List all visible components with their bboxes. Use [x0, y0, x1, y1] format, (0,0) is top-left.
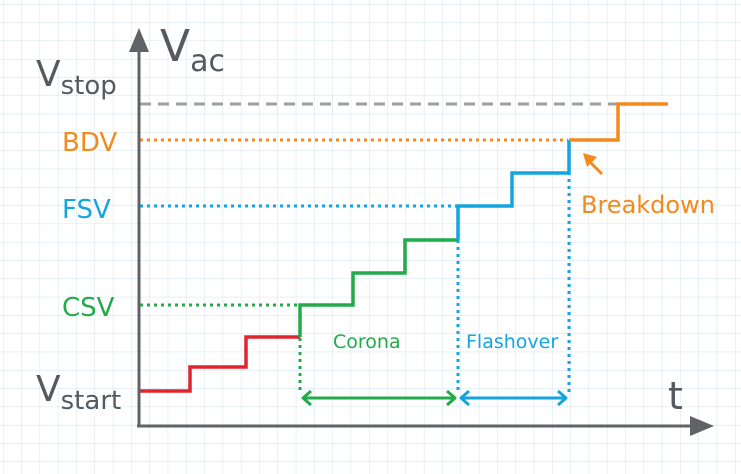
vstart-label: Vstart	[36, 369, 121, 416]
corona-label: Corona	[333, 331, 401, 353]
x-axis-label: t	[668, 374, 683, 418]
vstop-label: Vstop	[36, 54, 117, 101]
corona-arrow-left-head	[301, 389, 312, 407]
csv-label: CSV	[62, 293, 115, 323]
staircase-orange-segment	[569, 102, 668, 142]
x-axis-arrowhead	[690, 416, 714, 436]
staircase-green-segment	[298, 238, 458, 337]
breakdown-pointer-arrowhead	[583, 153, 597, 167]
staircase-red-segment	[140, 335, 300, 393]
flashover-arrow-left-head	[459, 389, 470, 407]
breakdown-pointer-arrow	[587, 159, 604, 176]
y-axis-label: Vac	[160, 21, 225, 79]
flashover-arrow-right-head	[557, 389, 568, 407]
flashover-label: Flashover	[466, 331, 558, 353]
corona-arrow-right-head	[446, 389, 457, 407]
fsv-label: FSV	[62, 195, 111, 225]
bdv-label: BDV	[62, 128, 117, 158]
y-axis-arrowhead	[129, 28, 149, 52]
breakdown-label: Breakdown	[581, 191, 715, 219]
staircase-blue-segment	[456, 140, 571, 240]
